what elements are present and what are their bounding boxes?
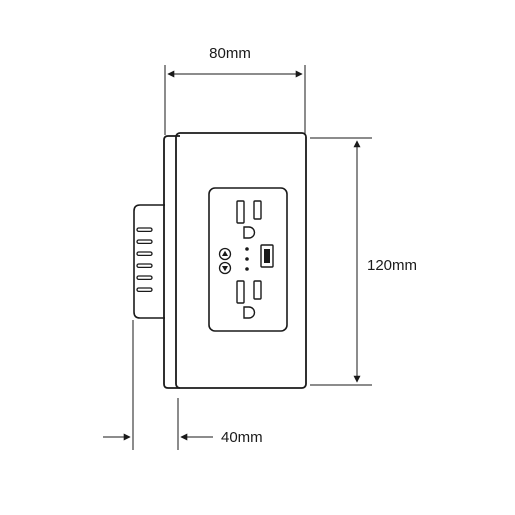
height-label: 120mm [367,257,417,274]
depth-dimension: 40mm [103,320,263,450]
vent-slot [136,263,153,269]
vent-slot [136,287,153,293]
vent-slot [136,251,153,257]
rear-housing [133,204,165,319]
plate-side-edge [163,135,180,389]
indicator-dot [245,257,249,261]
vent-slot [136,227,153,233]
up-button[interactable] [218,247,232,261]
ground-hole [243,306,256,319]
hot-slot [253,280,262,300]
ground-hole [243,226,256,239]
neutral-slot [236,200,245,224]
down-button[interactable] [218,261,232,275]
top-outlet [236,200,262,239]
usb-port-icon [260,244,274,268]
width-label: 80mm [209,45,251,62]
plate-front [175,132,307,389]
height-dimension: 120mm [310,137,417,386]
indicator-dot [245,247,249,251]
hot-slot [253,200,262,220]
triangle-up-icon [222,250,228,256]
wall-plate [163,132,307,389]
receptacle [208,187,288,332]
vent-slot [136,239,153,245]
neutral-slot [236,280,245,304]
triangle-down-icon [222,266,228,272]
receptacle-face [208,187,288,332]
width-dimension: 80mm [164,45,306,135]
vent-slot [136,275,153,281]
bottom-outlet [236,280,262,319]
housing-outline [133,204,165,319]
depth-label: 40mm [221,429,263,446]
indicator-dot [245,267,249,271]
